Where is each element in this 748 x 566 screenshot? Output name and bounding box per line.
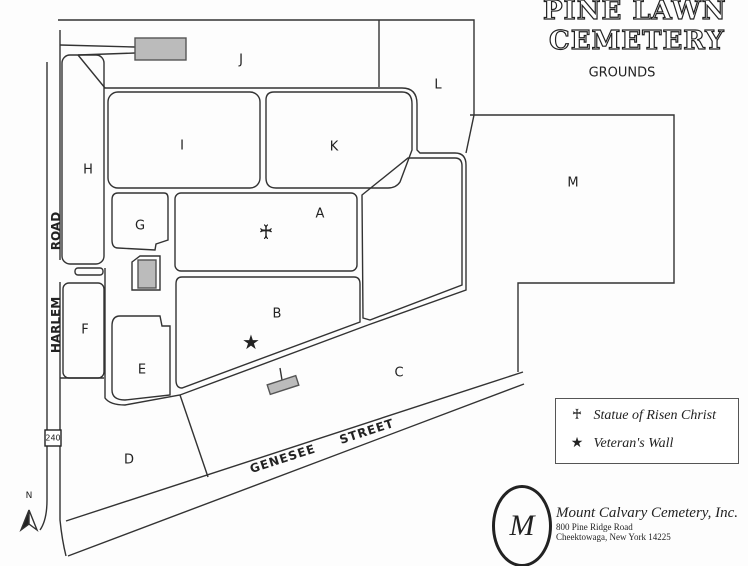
section-i-block [107,91,261,189]
star-icon: ★ [570,436,584,451]
monogram-logo: M [492,485,552,566]
section-f-label[interactable]: F [81,322,89,338]
company-address2: Cheektowaga, New York 14225 [556,532,671,542]
route-shield-icon [44,429,62,447]
section-j-label[interactable]: J [239,52,243,68]
north-label: N [25,491,33,501]
section-m-label[interactable]: M [567,175,579,191]
d-c-divider [179,394,209,478]
title-line2: CEMETERY [548,25,725,56]
company-info: Mount Calvary Cemetery, Inc. 800 Pine Ri… [556,505,738,542]
section-c-label[interactable]: C [394,365,404,381]
section-i-label[interactable]: I [180,138,184,154]
section-l-label[interactable]: L [434,77,442,93]
statue-icon: ♰ [258,220,274,244]
harlem-road-west-edge [39,62,48,531]
property-top-boundary [58,19,475,154]
legend-item-veterans-wall: ★ Veteran's Wall [564,435,674,452]
section-h-label[interactable]: H [83,162,93,178]
harlem-road-label-road: ROAD [49,211,63,251]
legend-item-statue: ♰ Statue of Risen Christ [564,407,716,424]
route-number: 240 [45,433,61,443]
section-b-label[interactable]: B [272,306,282,322]
office-building [137,259,157,289]
section-b-block [175,276,361,389]
legend: ♰ Statue of Risen Christ ★ Veteran's Wal… [555,398,739,464]
section-h-block [61,54,105,265]
section-m-boundary [470,114,675,372]
section-e-block [111,315,171,401]
harlem-road-label-harlem: HARLEM [49,296,63,354]
subtitle: GROUNDS [588,65,656,81]
section-a-label[interactable]: A [315,206,325,222]
section-g-block [111,192,169,251]
genesee-street-south-edge [67,383,525,557]
section-d-label[interactable]: D [123,452,135,468]
pavilion [266,374,300,396]
company-name: Mount Calvary Cemetery, Inc. [556,505,739,521]
section-k-label[interactable]: K [329,139,339,155]
section-k-block [265,91,413,189]
company-address1: 800 Pine Ridge Road [556,522,633,532]
north-arrow-icon [19,509,30,533]
section-a-block [174,192,358,272]
section-e-label[interactable]: E [137,362,147,378]
section-g-label[interactable]: G [134,218,146,234]
title-line1: PINE LAWN [542,0,727,27]
building-j [134,37,187,61]
genesee-street-north-edge [65,371,524,522]
star-icon: ★ [242,330,260,354]
section-east-block [361,157,463,321]
statue-icon: ♰ [571,408,583,423]
harlem-road-east-edge [59,30,67,557]
